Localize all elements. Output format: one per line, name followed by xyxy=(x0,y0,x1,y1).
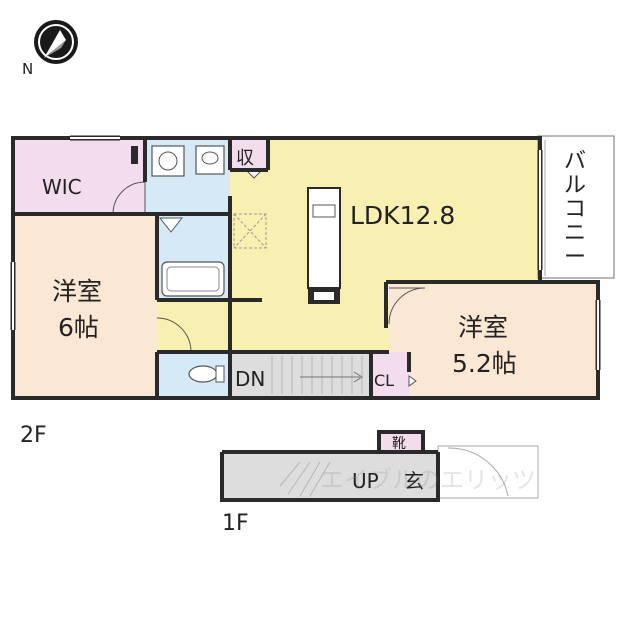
closet-door-mark xyxy=(408,375,417,387)
stairs-2f-area xyxy=(230,352,371,396)
western-room-b-line1: 洋室 xyxy=(458,313,508,342)
balcony-label-glyph: ー xyxy=(564,245,586,270)
ldk-label: LDK12.8 xyxy=(350,201,455,230)
western-room-b-line2: 5.2帖 xyxy=(452,349,517,378)
balcony-label-glyph: ニ xyxy=(564,221,586,246)
wash-basin xyxy=(195,145,225,175)
stairs-up-label: UP xyxy=(352,469,379,493)
vent-mark xyxy=(158,217,184,233)
storage-area xyxy=(230,140,268,170)
hall-area xyxy=(157,300,389,352)
walls-2f xyxy=(11,136,600,400)
stairs-1f-treads xyxy=(279,461,331,497)
washing-machine xyxy=(151,145,185,177)
stairs-arrow-head xyxy=(353,371,364,383)
balcony-label-glyph: コ xyxy=(564,197,586,222)
closet-area xyxy=(371,352,409,396)
balcony-label-glyph: バ xyxy=(564,149,586,174)
stairs-down-label: DN xyxy=(235,367,265,391)
north-arrow-icon xyxy=(34,20,78,64)
windows-2f xyxy=(12,137,599,370)
watermark: エイブルのエリッツ xyxy=(320,466,536,494)
kitchen-sink xyxy=(312,204,336,218)
balcony-label: バルコニー xyxy=(564,149,586,270)
wic-label: WIC xyxy=(42,175,82,199)
balcony-label-glyph: ル xyxy=(564,173,586,198)
floor-2f-label: 2F xyxy=(20,423,47,448)
window-frames-2f xyxy=(10,135,601,370)
storage-label: 収 xyxy=(236,148,254,169)
entrance-door-swing xyxy=(447,447,509,497)
kitchen-counter xyxy=(307,187,341,289)
western-room-b-area xyxy=(389,282,598,396)
closet-label: CL xyxy=(374,371,394,390)
shoe-cabinet-area xyxy=(379,432,423,452)
floor-1f-label: 1F xyxy=(222,511,249,536)
shoe-cabinet-label: 靴 xyxy=(392,436,406,452)
wic-area xyxy=(15,140,145,214)
fridge-space xyxy=(233,213,267,249)
western-room-a-line1: 洋室 xyxy=(52,277,102,306)
wic-shelf xyxy=(131,146,138,164)
toilet xyxy=(188,365,218,383)
balcony-area xyxy=(537,135,615,279)
north-label: N xyxy=(22,60,33,78)
entrance-area xyxy=(437,445,539,499)
western-room-a-area xyxy=(15,214,157,396)
stairs-1f-area xyxy=(222,452,438,498)
entrance-label: 玄 xyxy=(404,469,424,493)
kitchen-stove-inner xyxy=(314,292,334,300)
bathtub xyxy=(161,261,225,297)
walls-1f xyxy=(220,430,440,502)
stairs-2f-treads xyxy=(271,356,363,394)
western-room-a-line2: 6帖 xyxy=(58,313,99,342)
